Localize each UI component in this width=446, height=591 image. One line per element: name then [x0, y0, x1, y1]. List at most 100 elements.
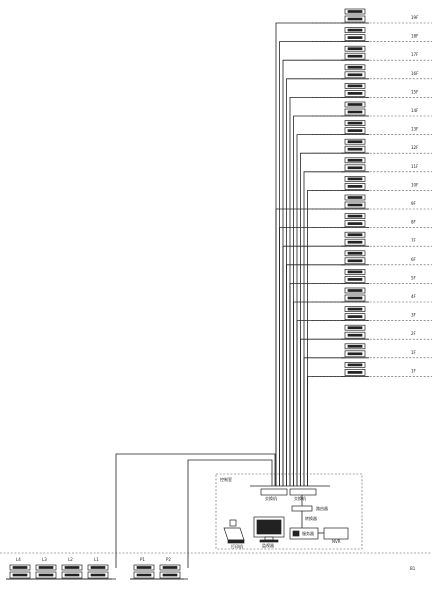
- unit-bottom-panel: [347, 222, 363, 225]
- floor-cable: [279, 227, 345, 486]
- floor-label: 12F: [411, 145, 419, 150]
- unit-top-panel: [347, 363, 363, 367]
- unit-bottom-panel: [347, 92, 363, 95]
- unit-top-panel: [347, 158, 363, 162]
- floor-cable: [300, 338, 345, 486]
- floor-cable: [289, 97, 345, 486]
- basement-unit-label: P1: [140, 557, 145, 562]
- floor-cable: [279, 41, 345, 486]
- floor-label: 13F: [411, 127, 419, 132]
- basement-unit-P1: P1: [130, 557, 158, 580]
- basement-unit-L3: L3: [32, 557, 60, 580]
- basement-unit-L2: L2: [58, 557, 86, 580]
- floor-18: 2F: [312, 324, 432, 340]
- unit-top-panel: [347, 28, 363, 32]
- server: [289, 527, 319, 540]
- floor-label: 14F: [411, 108, 419, 113]
- floor-11: 9F: [312, 194, 432, 210]
- basement-unit-L1: L1: [84, 557, 112, 580]
- switch-left-label: 交换机: [265, 495, 277, 501]
- unit-top-panel: [347, 103, 363, 106]
- unit-top-panel: [347, 326, 363, 330]
- floor-cable: [286, 78, 345, 486]
- floor-cable: [282, 245, 345, 486]
- floor-cable: [303, 171, 345, 486]
- floor-label: 1F: [411, 350, 417, 355]
- unit-bottom-panel: [347, 315, 363, 318]
- floor-label: 15F: [411, 89, 419, 94]
- floor-6: 14F: [312, 101, 432, 117]
- floor-10: 10F: [312, 176, 432, 191]
- unit-bottom-panel: [136, 573, 152, 577]
- unit-bottom-panel: [347, 371, 363, 374]
- nvr-label: NVR: [332, 539, 341, 544]
- floor-label: 8F: [411, 220, 417, 225]
- monitor-base: [259, 539, 279, 543]
- floor-label: 10F: [411, 182, 419, 187]
- unit-top-panel: [12, 566, 28, 569]
- floor-label: 17F: [411, 52, 419, 57]
- printer-paper: [229, 519, 237, 527]
- monitor-stand: [264, 536, 274, 541]
- floor-13: 7F: [312, 231, 432, 247]
- unit-top-panel: [347, 65, 363, 69]
- control-room-label: 控制室: [220, 476, 232, 482]
- unit-top-panel: [347, 10, 363, 13]
- floor-label: 19F: [411, 15, 419, 20]
- floor-2: 18F: [312, 27, 432, 42]
- floor-cable: [303, 357, 345, 486]
- unit-bottom-panel: [162, 573, 178, 577]
- basement-unit-label: L1: [94, 557, 99, 562]
- unit-top-panel: [347, 121, 363, 125]
- unit-top-panel: [38, 566, 54, 569]
- unit-bottom-panel: [347, 147, 363, 151]
- floor-20: 1F: [312, 362, 432, 377]
- basement-label: B1: [410, 566, 416, 571]
- unit-top-panel: [90, 566, 106, 569]
- unit-bottom-panel: [347, 73, 363, 77]
- printer-label: 打印机: [231, 543, 243, 549]
- switch-right-label: 交换机: [294, 495, 306, 501]
- basement-mid-trunk: [187, 459, 273, 568]
- router: [291, 505, 313, 512]
- basement-level: B1 L4 L3 L2 L1 P1 P2: [0, 453, 432, 580]
- basement-left-trunk: [115, 453, 276, 568]
- floor-cable: [286, 264, 345, 486]
- unit-top-panel: [347, 214, 363, 218]
- monitor-label: 监视器: [262, 542, 274, 548]
- floor-17: 3F: [312, 306, 432, 322]
- router-label: 路由器: [316, 505, 328, 511]
- control-room-outline: [215, 473, 363, 550]
- printer-tray: [227, 539, 245, 544]
- basement-unit-label: P2: [166, 557, 171, 562]
- floor-1: 19F: [312, 8, 432, 24]
- unit-top-panel: [347, 344, 363, 348]
- floor-8: 12F: [312, 138, 432, 154]
- unit-bottom-panel: [347, 166, 363, 170]
- unit-bottom-panel: [347, 185, 363, 188]
- unit-bottom-panel: [347, 17, 363, 21]
- unit-bottom-panel: [64, 573, 80, 577]
- unit-bottom-panel: [347, 203, 363, 207]
- unit-bottom-panel: [347, 259, 363, 263]
- unit-bottom-panel: [347, 240, 363, 244]
- floor-cable: [307, 375, 345, 486]
- switch-left: [260, 488, 288, 496]
- floor-label: 7F: [411, 238, 417, 243]
- basement-unit-L4: L4: [6, 557, 34, 580]
- printer-body: [223, 527, 245, 541]
- unit-top-panel: [347, 177, 363, 181]
- switch-right: [289, 488, 317, 496]
- unit-bottom-panel: [347, 36, 363, 39]
- monitor-screen: [256, 519, 282, 535]
- floor-16: 4F: [312, 287, 432, 303]
- floor-9: 11F: [312, 157, 432, 173]
- floor-cable: [282, 59, 345, 486]
- floor-cable: [296, 320, 345, 486]
- unit-bottom-panel: [90, 573, 106, 577]
- floor-label: 16F: [411, 71, 419, 76]
- unit-bottom-panel: [347, 333, 363, 337]
- basement-unit-label: L3: [42, 557, 47, 562]
- floor-5: 15F: [312, 83, 432, 98]
- basement-unit-label: L2: [68, 557, 73, 562]
